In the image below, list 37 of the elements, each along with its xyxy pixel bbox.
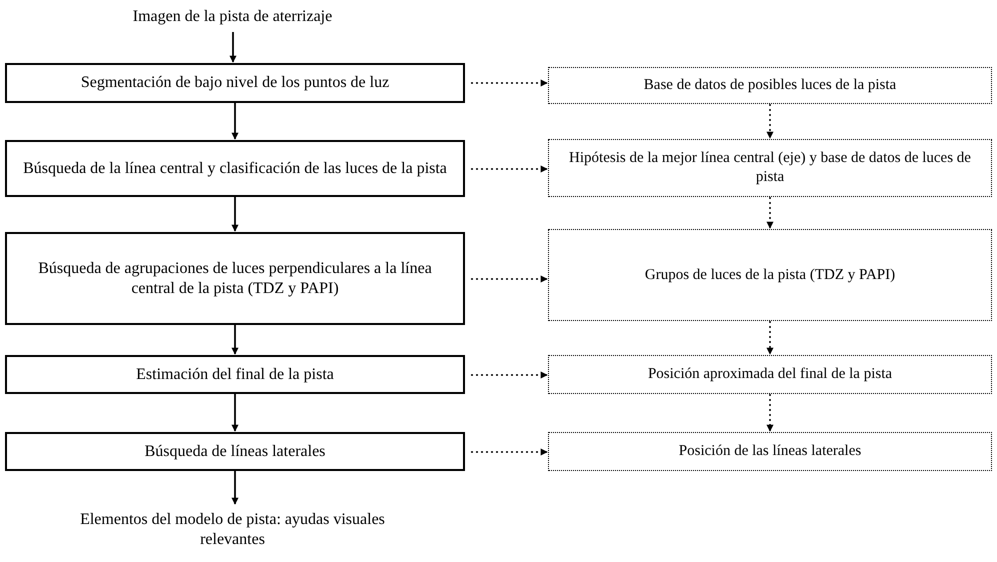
arrow — [232, 197, 238, 232]
arrow — [471, 276, 548, 282]
arrow — [230, 32, 236, 63]
box-label: Búsqueda de la línea central y clasificación de las luces de la pista — [23, 158, 447, 178]
data-box — [548, 355, 992, 394]
box-label: Posición de las líneas laterales — [678, 442, 862, 461]
arrow — [232, 471, 238, 505]
arrow — [766, 394, 774, 432]
box-label: Segmentación de bajo nivel de los puntos de luz — [80, 73, 390, 93]
process-box — [5, 432, 465, 471]
data-box — [548, 432, 992, 471]
arrow — [471, 80, 548, 86]
data-box — [548, 139, 992, 197]
process-box — [5, 355, 465, 394]
arrow — [471, 448, 548, 456]
box-label: Búsqueda de líneas laterales — [144, 442, 326, 462]
data-box — [548, 67, 992, 104]
box-label: Grupos de luces de la pista (TDZ y PAPI) — [644, 266, 896, 284]
arrow — [232, 103, 238, 140]
data-box — [548, 229, 992, 321]
process-box — [5, 63, 465, 103]
arrow — [766, 197, 774, 229]
caption-text: Elementos del modelo de pista: ayudas visuales relevantes — [79, 510, 386, 550]
arrow — [471, 372, 548, 378]
box-label: Búsqueda de agrupaciones de luces perpendiculares a la línea central de la pista (TDZ y PAPI) — [37, 258, 433, 298]
box-label: Base de datos de posibles luces de la pista — [644, 76, 896, 95]
box-label: Estimación del final de la pista — [136, 364, 334, 384]
caption-text: Imagen de la pista de aterrizaje — [132, 7, 332, 27]
box-label: Hipótesis de la mejor línea central (eje) y base de datos de luces de pista — [568, 149, 972, 187]
process-box — [5, 140, 465, 197]
box-label: Posición aproximada del final de la pista — [648, 365, 892, 384]
arrow — [766, 321, 774, 355]
process-box — [5, 232, 465, 325]
arrow — [232, 394, 238, 432]
arrow — [471, 166, 548, 172]
arrow — [766, 104, 774, 139]
arrow — [232, 325, 238, 355]
